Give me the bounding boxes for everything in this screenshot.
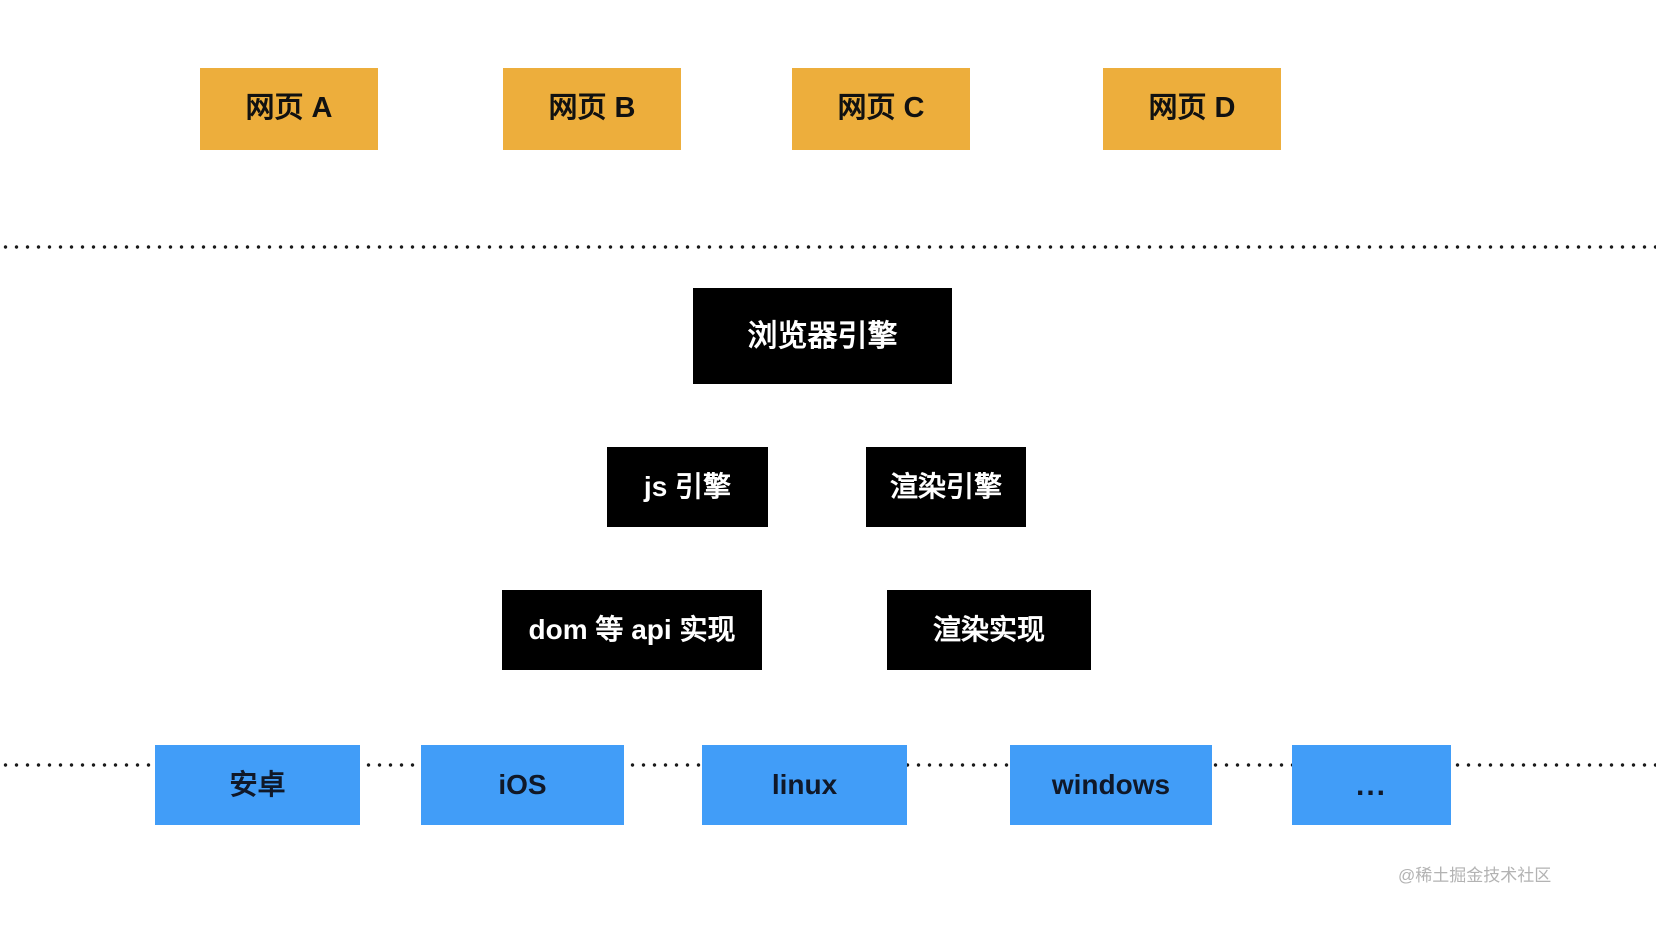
os-label-more: ...	[1355, 768, 1387, 802]
render-impl-box: 渲染实现	[887, 590, 1091, 670]
js-engine-box: js 引擎	[607, 447, 768, 527]
web-page-label-b: 网页 B	[548, 92, 636, 125]
watermark: @稀土掘金技术社区	[1398, 866, 1552, 885]
js-engine-label: js 引擎	[643, 470, 732, 502]
divider-pages-engine	[0, 245, 1656, 249]
browser-engine-box: 浏览器引擎	[693, 288, 952, 384]
os-box-windows: windows	[1010, 745, 1212, 825]
os-label-linux: linux	[771, 768, 838, 800]
web-page-box-c: 网页 C	[792, 68, 970, 150]
web-page-box-a: 网页 A	[200, 68, 378, 150]
web-page-label-a: 网页 A	[245, 92, 333, 125]
dom-api-impl-box: dom 等 api 实现	[502, 590, 762, 670]
web-page-label-c: 网页 C	[837, 92, 925, 125]
os-label-ios: iOS	[498, 768, 547, 800]
dom-api-impl-label: dom 等 api 实现	[528, 613, 736, 645]
web-page-box-b: 网页 B	[503, 68, 681, 150]
os-label-android: 安卓	[229, 768, 286, 800]
os-box-ios: iOS	[421, 745, 624, 825]
render-engine-box: 渲染引擎	[866, 447, 1026, 527]
os-box-more: ...	[1292, 745, 1451, 825]
browser-engine-label: 浏览器引擎	[747, 319, 898, 353]
os-box-linux: linux	[702, 745, 907, 825]
render-engine-label: 渲染引擎	[889, 470, 1002, 502]
render-impl-label: 渲染实现	[932, 613, 1045, 645]
web-page-label-d: 网页 D	[1148, 92, 1236, 125]
web-page-box-d: 网页 D	[1103, 68, 1281, 150]
os-box-android: 安卓	[155, 745, 360, 825]
os-label-windows: windows	[1051, 768, 1171, 800]
